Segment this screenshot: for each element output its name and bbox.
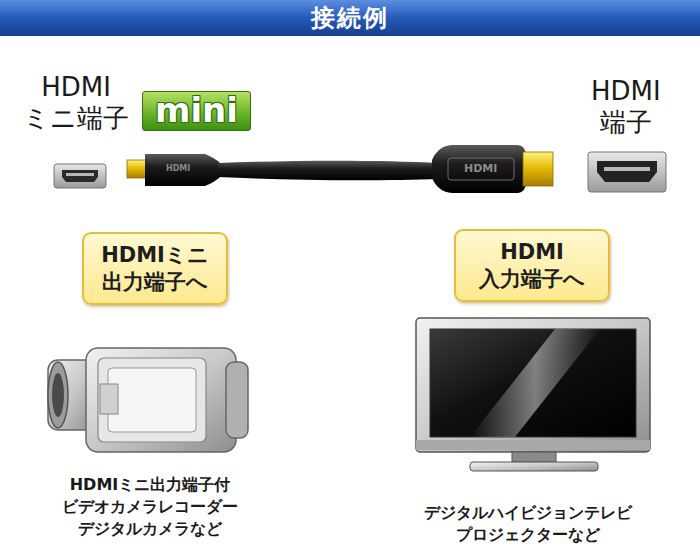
node-text: HDMIミニ 出力端子へ [101,242,209,295]
hdmi-port [588,152,666,192]
node-text: mini [155,93,238,129]
mini-port [54,164,106,188]
plug-logo: HDMI [166,165,190,173]
title-text: 接続例 [0,3,700,33]
device-caption: デジタルハイビジョンテレビ プロジェクターなど [424,502,632,546]
mini-badge: mini [142,91,251,131]
port-name: HDMI 端子 [591,76,661,138]
video-camera [48,348,248,452]
port-name: HDMI ミニ端子 [23,72,129,134]
output-port-box: HDMIミニ 出力端子へ [82,232,228,305]
plug-logo: HDMI [464,163,497,174]
input-port-box: HDMI 入力端子へ [454,229,610,302]
node-text-stack: mini [155,93,238,129]
node-text-stack: HDMI 入力端子へ [479,239,585,292]
television [416,318,650,471]
hdmi-cable [127,145,553,193]
device-caption: HDMIミニ出力端子付 ビデオカメラレコーダー デジタルカメラなど [62,474,238,540]
title-band [0,0,700,36]
node-text-stack: HDMIミニ 出力端子へ [101,242,209,295]
node-text: HDMI 入力端子へ [479,239,585,292]
